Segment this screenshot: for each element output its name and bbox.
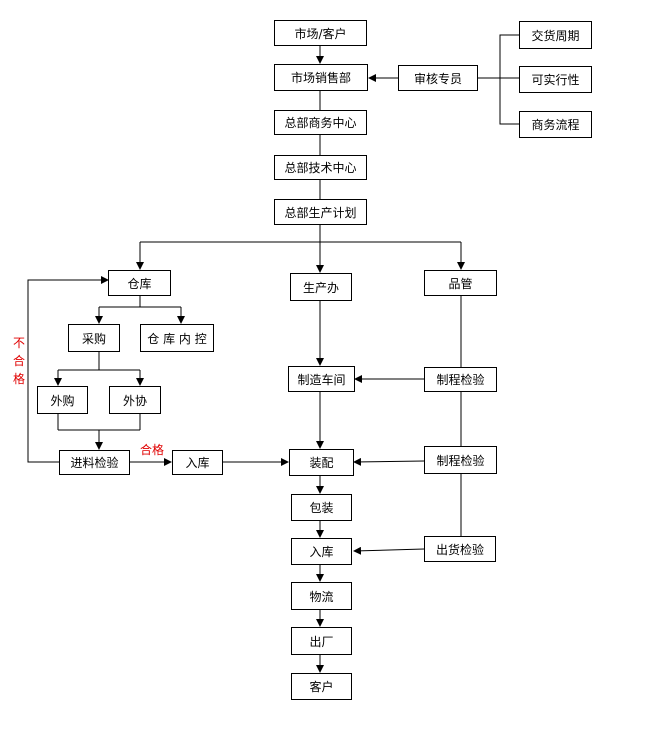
label-unqualified-1: 不 bbox=[12, 336, 25, 350]
node-outsourced-purchase: 外购 bbox=[37, 386, 88, 414]
node-business-process: 商务流程 bbox=[519, 111, 592, 138]
node-market-sales: 市场销售部 bbox=[274, 64, 368, 91]
node-stock-in-2: 入库 bbox=[291, 538, 352, 565]
bracket-review-criteria bbox=[499, 34, 519, 125]
node-hq-production-plan: 总部生产计划 bbox=[274, 199, 367, 225]
node-incoming-inspection: 进料检验 bbox=[59, 450, 130, 475]
node-production-office: 生产办 bbox=[290, 273, 352, 301]
node-packaging: 包装 bbox=[291, 494, 352, 521]
node-shipment-inspection: 出货检验 bbox=[424, 536, 496, 562]
arrow-inspection2-to-assembly bbox=[353, 457, 425, 466]
node-warehouse-internal-control: 仓 库 内 控 bbox=[140, 324, 214, 352]
label-qualified: 合格 bbox=[140, 443, 165, 457]
arrow-unqualified-return bbox=[27, 276, 109, 463]
node-assembly: 装配 bbox=[289, 449, 354, 476]
node-logistics: 物流 bbox=[291, 582, 352, 610]
node-purchasing: 采购 bbox=[68, 324, 120, 352]
node-hq-business-center: 总部商务中心 bbox=[274, 110, 367, 135]
arrow-shipment-to-stock bbox=[353, 546, 425, 555]
node-process-inspection-2: 制程检验 bbox=[424, 446, 497, 474]
node-manufacturing-workshop: 制造车间 bbox=[288, 366, 355, 392]
node-warehouse: 仓库 bbox=[108, 270, 171, 296]
node-quality-control: 品管 bbox=[424, 270, 497, 296]
node-customer: 客户 bbox=[291, 673, 352, 700]
node-outsourced-coop: 外协 bbox=[109, 386, 161, 414]
label-unqualified-2: 合 bbox=[12, 354, 25, 368]
node-feasibility: 可实行性 bbox=[519, 66, 592, 93]
node-stock-in-1: 入库 bbox=[172, 450, 223, 475]
node-market-customer: 市场/客户 bbox=[274, 20, 367, 46]
node-hq-tech-center: 总部技术中心 bbox=[274, 155, 367, 180]
node-review-specialist: 审核专员 bbox=[398, 65, 478, 91]
node-factory-exit: 出厂 bbox=[291, 627, 352, 655]
label-unqualified-3: 格 bbox=[12, 372, 25, 386]
node-delivery-period: 交货周期 bbox=[519, 21, 592, 49]
node-process-inspection-1: 制程检验 bbox=[424, 367, 497, 392]
